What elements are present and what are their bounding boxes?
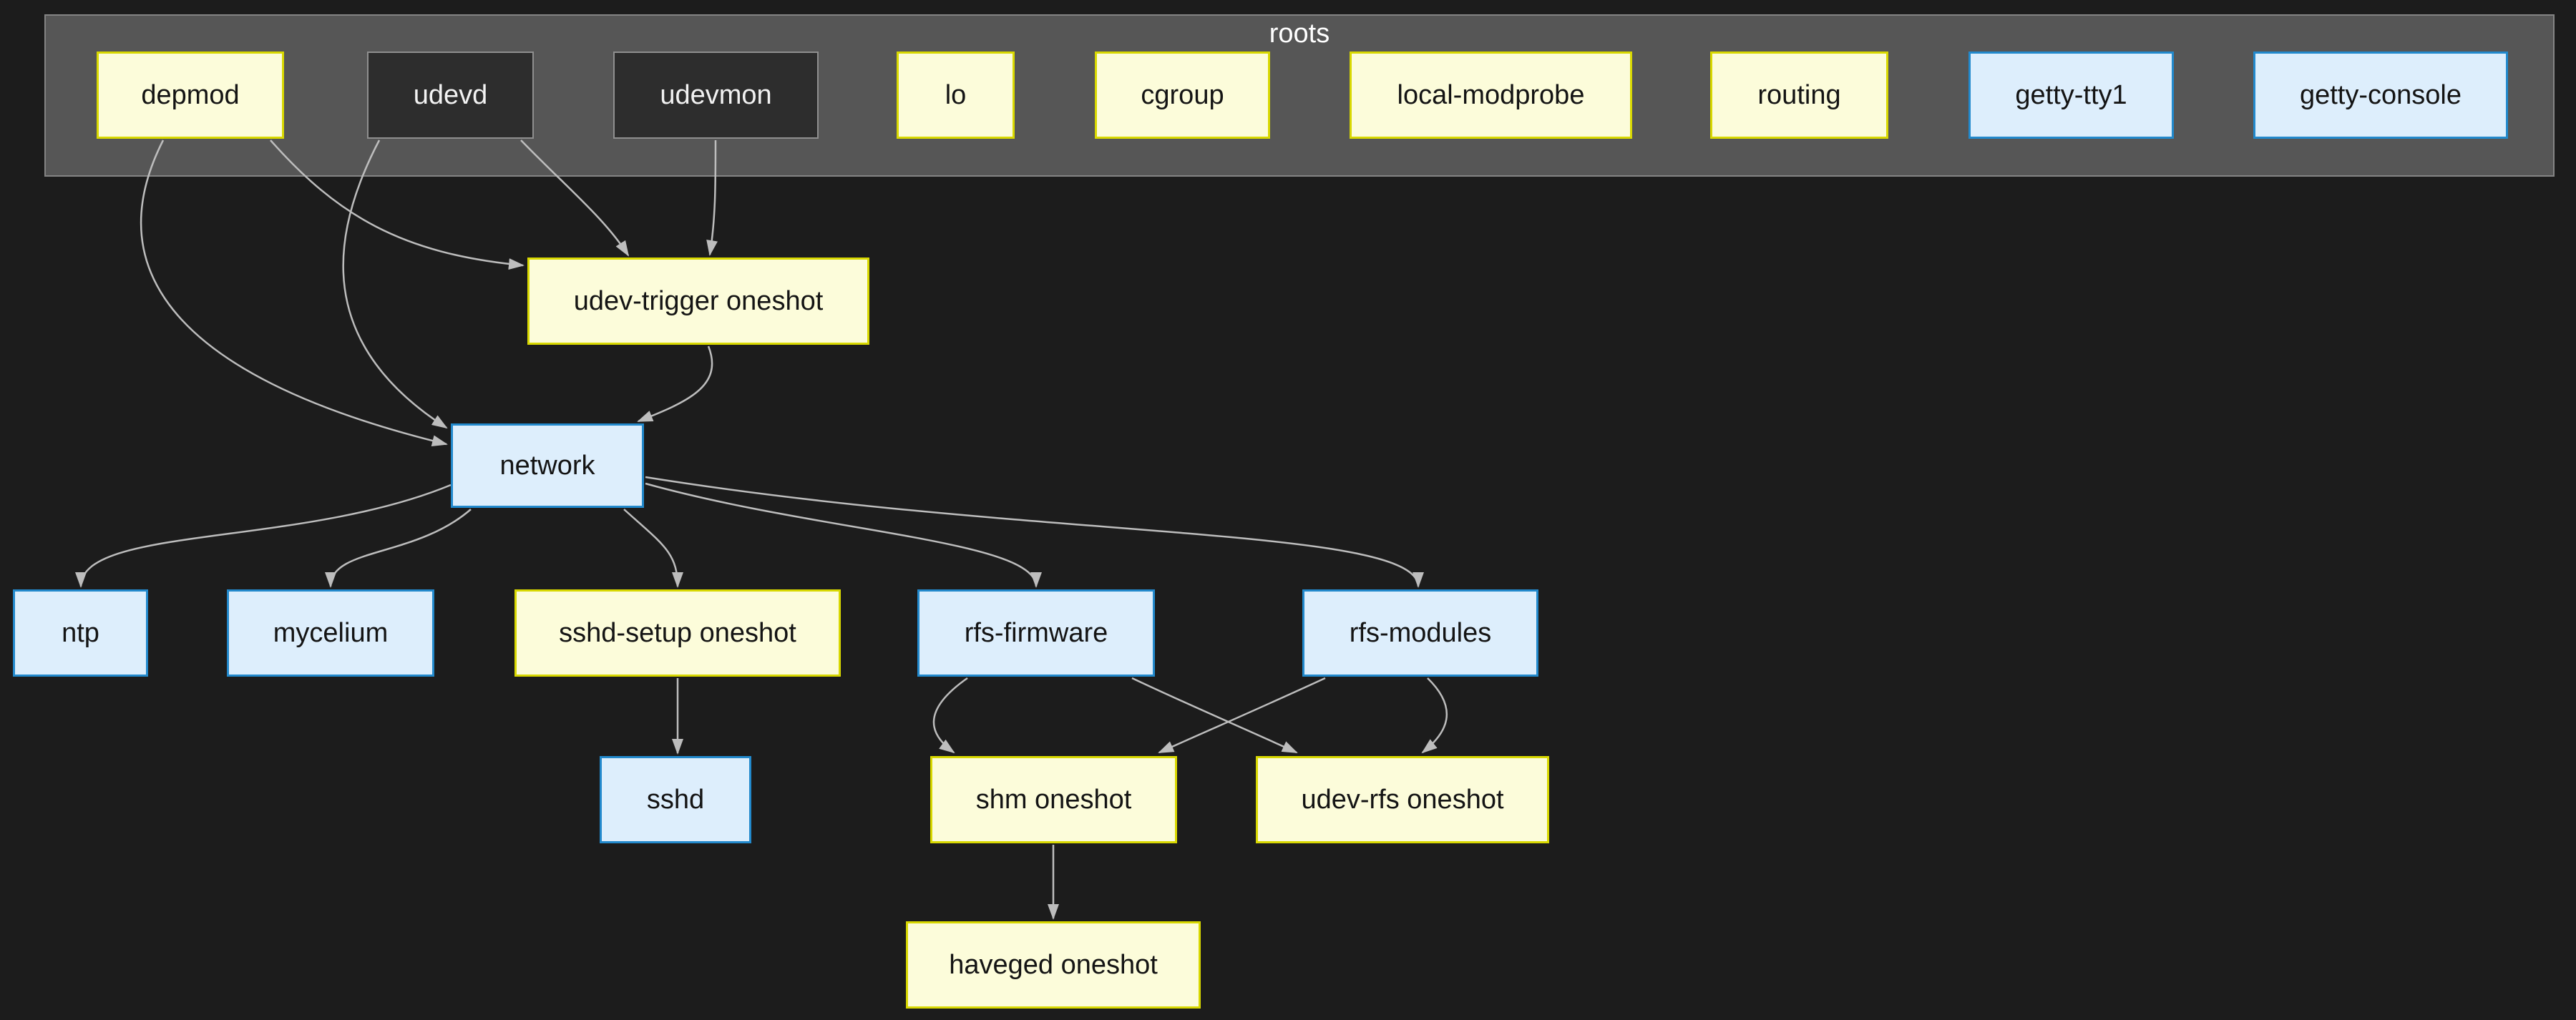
edge-network-to-sshd-setup bbox=[623, 509, 683, 588]
edge-paths bbox=[75, 139, 1448, 920]
roots-cluster-label: roots bbox=[1269, 19, 1330, 49]
node-getty-tty1: getty-tty1 bbox=[1968, 52, 2174, 139]
node-local-modprobe: local-modprobe bbox=[1350, 52, 1632, 139]
node-udev-trigger: udev-trigger oneshot bbox=[527, 258, 869, 345]
edge-rfs-modules-to-udev-rfs bbox=[1421, 677, 1448, 754]
edge-rfs-modules-to-shm bbox=[1158, 677, 1326, 754]
node-udev-rfs: udev-rfs oneshot bbox=[1256, 756, 1549, 843]
edge-udev-trigger-to-network bbox=[637, 345, 713, 423]
node-shm: shm oneshot bbox=[930, 756, 1177, 843]
edge-network-to-ntp bbox=[75, 484, 452, 588]
node-sshd-setup: sshd-setup oneshot bbox=[514, 589, 841, 677]
node-lo: lo bbox=[897, 52, 1015, 139]
node-rfs-modules: rfs-modules bbox=[1302, 589, 1538, 677]
edge-udevd-to-udev-trigger bbox=[520, 139, 630, 257]
node-mycelium: mycelium bbox=[227, 589, 434, 677]
node-network: network bbox=[451, 423, 644, 508]
edge-network-to-mycelium bbox=[325, 509, 472, 588]
node-depmod: depmod bbox=[97, 52, 284, 139]
node-rfs-firmware: rfs-firmware bbox=[917, 589, 1155, 677]
node-udevmon: udevmon bbox=[613, 52, 819, 139]
edge-depmod-to-udev-trigger bbox=[270, 139, 525, 270]
edge-network-to-rfs-modules bbox=[645, 476, 1424, 588]
node-udevd: udevd bbox=[367, 52, 534, 139]
node-routing: routing bbox=[1710, 52, 1888, 139]
edge-network-to-rfs-firmware bbox=[645, 482, 1042, 588]
edge-udevd-to-network bbox=[342, 139, 448, 429]
node-sshd: sshd bbox=[600, 756, 751, 843]
node-getty-console: getty-console bbox=[2253, 52, 2508, 139]
edge-rfs-firmware-to-shm bbox=[932, 677, 968, 754]
node-cgroup: cgroup bbox=[1095, 52, 1270, 139]
node-haveged: haveged oneshot bbox=[906, 921, 1201, 1009]
node-ntp: ntp bbox=[13, 589, 148, 677]
edge-udevmon-to-udev-trigger bbox=[706, 139, 718, 256]
edge-rfs-firmware-to-udev-rfs bbox=[1131, 677, 1298, 754]
edge-depmod-to-network bbox=[140, 139, 448, 447]
